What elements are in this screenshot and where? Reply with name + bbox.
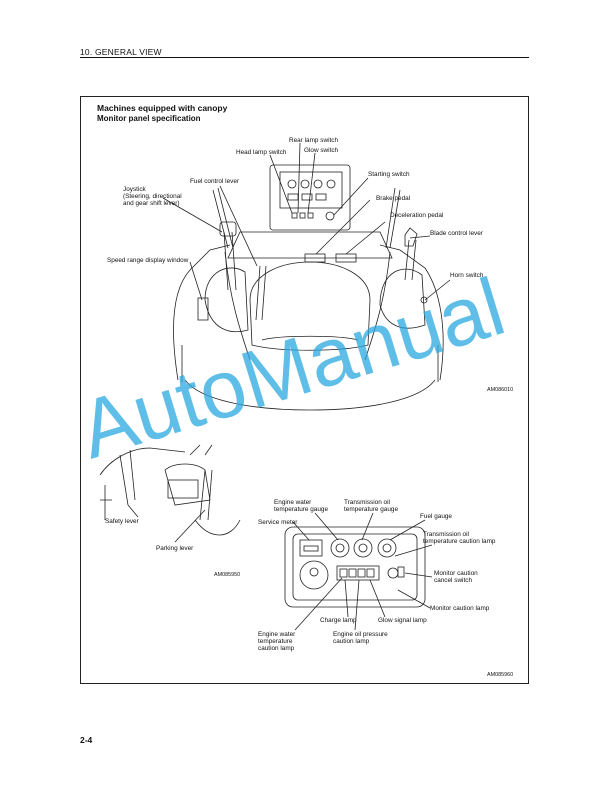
label-monitor-caution-cancel-switch: Monitor caution <box>434 570 478 577</box>
label-safety-lever: Safety lever <box>105 518 139 525</box>
header-rule <box>80 57 529 58</box>
label-charge-lamp: Charge lamp <box>320 617 357 624</box>
label-engine-oil-pressure-lamp-line2: caution lamp <box>333 638 370 645</box>
label-blade-control-lever: Blade control lever <box>430 230 483 237</box>
label-fuel-control-lever: Fuel control lever <box>190 178 240 185</box>
label-service-meter: Service meter <box>258 519 298 526</box>
label-monitor-caution-cancel-switch-line2: cancel switch <box>434 577 473 584</box>
label-joystick-line3: and gear shift lever) <box>123 200 180 207</box>
label-joystick: Joystick <box>123 186 146 193</box>
label-glow-switch: Glow switch <box>304 147 339 154</box>
label-transmission-oil-gauge: Transmission oil <box>344 499 390 506</box>
page-number: 2-4 <box>80 735 93 745</box>
label-engine-water-gauge-line2: temperature gauge <box>274 506 329 513</box>
label-deceleration-pedal: Deceleration pedal <box>390 212 444 219</box>
label-glow-signal-lamp: Glow signal lamp <box>378 617 427 624</box>
label-brake-pedal: Brake pedal <box>376 195 411 202</box>
label-engine-oil-pressure-lamp: Engine oil pressure <box>333 631 388 638</box>
label-transmission-oil-gauge-line2: temperature gauge <box>344 506 399 513</box>
label-head-lamp-switch: Head lamp switch <box>236 149 287 156</box>
label-joystick-line2: (Steering, directional <box>123 193 182 200</box>
figure-code-3: AM085960 <box>487 672 514 678</box>
label-monitor-caution-lamp: Monitor caution lamp <box>430 605 490 612</box>
figure-code-1: AM086010 <box>487 387 514 393</box>
label-transmission-oil-caution-lamp-line2: temperature caution lamp <box>423 538 496 545</box>
figure-subtitle: Monitor panel specification <box>97 114 201 123</box>
label-engine-water-caution-lamp-line2: temperature <box>258 638 293 645</box>
figure-code-2: AM085950 <box>214 572 241 578</box>
label-fuel-gauge: Fuel gauge <box>420 513 452 520</box>
label-horn-switch: Horn switch <box>450 272 484 279</box>
label-speed-range-window: Speed range display window <box>107 257 189 264</box>
label-parking-lever: Parking lever <box>156 545 194 552</box>
section-header: 10. GENERAL VIEW <box>80 47 162 57</box>
label-rear-lamp-switch: Rear lamp switch <box>289 137 339 144</box>
label-engine-water-gauge: Engine water <box>274 499 312 506</box>
label-transmission-oil-caution-lamp: Transmission oil <box>423 531 469 538</box>
figure-frame <box>80 96 529 684</box>
label-engine-water-caution-lamp-line3: caution lamp <box>258 645 295 652</box>
label-engine-water-caution-lamp: Engine water <box>258 631 296 638</box>
label-starting-switch: Starting switch <box>368 171 410 178</box>
figure-title: Machines equipped with canopy <box>97 103 228 113</box>
